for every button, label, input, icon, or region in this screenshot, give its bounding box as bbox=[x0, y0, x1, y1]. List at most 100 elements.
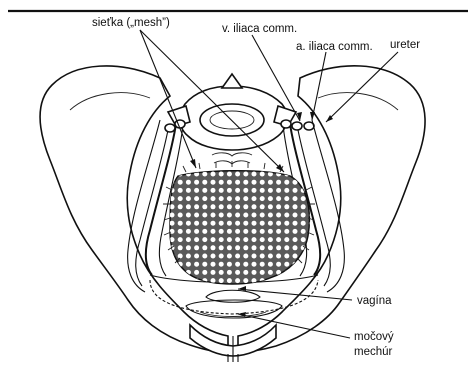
mesh-hole bbox=[211, 262, 216, 267]
label-vagina: vagína bbox=[357, 295, 392, 307]
mesh-hole bbox=[178, 254, 183, 259]
mesh-hole bbox=[170, 270, 175, 275]
mesh-hole bbox=[202, 188, 207, 193]
mesh-hole bbox=[276, 254, 281, 259]
mesh-hole bbox=[194, 262, 199, 267]
mesh-hole bbox=[252, 188, 257, 193]
mesh-hole bbox=[202, 229, 207, 234]
mesh-hole bbox=[284, 245, 289, 250]
mesh-hole bbox=[284, 262, 289, 267]
mesh-hole bbox=[252, 213, 257, 218]
mesh-hole bbox=[276, 262, 281, 267]
mesh-hole bbox=[211, 204, 216, 209]
mesh-hole bbox=[243, 213, 248, 218]
mesh-hole bbox=[243, 196, 248, 201]
mesh-hole bbox=[252, 237, 257, 242]
mesh-hole bbox=[309, 262, 314, 267]
mesh-hole bbox=[219, 270, 224, 275]
mesh-hole bbox=[186, 188, 191, 193]
mesh-hole bbox=[186, 196, 191, 201]
mesh-hole bbox=[235, 196, 240, 201]
mesh-hole bbox=[284, 237, 289, 242]
label-bladder-line1: močový bbox=[354, 331, 394, 343]
mesh-hole bbox=[268, 213, 273, 218]
mesh-hole bbox=[235, 204, 240, 209]
mesh-hole bbox=[293, 204, 298, 209]
mesh-hole bbox=[219, 237, 224, 242]
mesh-hole bbox=[235, 229, 240, 234]
mesh-hole bbox=[202, 213, 207, 218]
mesh-hole bbox=[252, 221, 257, 226]
mesh-hole bbox=[178, 245, 183, 250]
mesh-hole bbox=[260, 188, 265, 193]
mesh-hole bbox=[243, 204, 248, 209]
mesh-hole bbox=[293, 254, 298, 259]
mesh-hole bbox=[276, 237, 281, 242]
mesh-hole bbox=[211, 245, 216, 250]
mesh-hole bbox=[268, 180, 273, 185]
mesh-hole bbox=[178, 237, 183, 242]
mesh-hole bbox=[194, 245, 199, 250]
mesh-hole bbox=[202, 254, 207, 259]
mesh-hole bbox=[268, 196, 273, 201]
mesh-hole bbox=[276, 188, 281, 193]
mesh-hole bbox=[260, 229, 265, 234]
mesh-hole bbox=[309, 172, 314, 177]
mesh-hole bbox=[170, 229, 175, 234]
mesh-hole bbox=[178, 221, 183, 226]
mesh-hole bbox=[186, 229, 191, 234]
label-mesh: sieťka („mesh”) bbox=[92, 17, 170, 29]
mesh-hole bbox=[202, 237, 207, 242]
mesh-hole bbox=[293, 213, 298, 218]
mesh-hole bbox=[211, 196, 216, 201]
mesh-hole bbox=[252, 270, 257, 275]
mesh-hole bbox=[211, 237, 216, 242]
mesh-hole bbox=[186, 254, 191, 259]
mesh bbox=[163, 161, 315, 284]
mesh-hole bbox=[252, 245, 257, 250]
mesh-hole bbox=[268, 229, 273, 234]
mesh-hole bbox=[260, 221, 265, 226]
mesh-hole bbox=[219, 172, 224, 177]
mesh-hole bbox=[186, 213, 191, 218]
mesh-hole bbox=[243, 188, 248, 193]
mesh-hole bbox=[227, 172, 232, 177]
mesh-hole bbox=[284, 204, 289, 209]
mesh-hole bbox=[284, 229, 289, 234]
mesh-hole bbox=[219, 254, 224, 259]
mesh-hole bbox=[309, 254, 314, 259]
mesh-hole bbox=[301, 204, 306, 209]
mesh-hole bbox=[194, 254, 199, 259]
mesh-hole bbox=[227, 221, 232, 226]
mesh-hole bbox=[309, 237, 314, 242]
mesh-hole bbox=[260, 237, 265, 242]
mesh-hole bbox=[260, 245, 265, 250]
mesh-hole bbox=[243, 270, 248, 275]
mesh-hole bbox=[186, 221, 191, 226]
mesh-hole bbox=[284, 172, 289, 177]
mesh-hole bbox=[284, 221, 289, 226]
mesh-hole bbox=[211, 188, 216, 193]
mesh-hole bbox=[293, 237, 298, 242]
mesh-hole bbox=[293, 188, 298, 193]
mesh-hole bbox=[268, 270, 273, 275]
mesh-hole bbox=[243, 245, 248, 250]
mesh-hole bbox=[186, 262, 191, 267]
mesh-hole bbox=[202, 172, 207, 177]
mesh-hole bbox=[227, 237, 232, 242]
mesh-hole bbox=[202, 245, 207, 250]
mesh-hole bbox=[268, 237, 273, 242]
mesh-hole bbox=[211, 270, 216, 275]
mesh-hole bbox=[178, 180, 183, 185]
mesh-hole bbox=[243, 278, 248, 283]
mesh-hole bbox=[268, 262, 273, 267]
mesh-hole bbox=[227, 270, 232, 275]
mesh-hole bbox=[284, 270, 289, 275]
mesh-hole bbox=[227, 204, 232, 209]
mesh-hole bbox=[268, 245, 273, 250]
mesh-hole bbox=[243, 180, 248, 185]
mesh-hole bbox=[276, 172, 281, 177]
mesh-hole bbox=[202, 262, 207, 267]
mesh-hole bbox=[178, 204, 183, 209]
mesh-hole bbox=[186, 204, 191, 209]
